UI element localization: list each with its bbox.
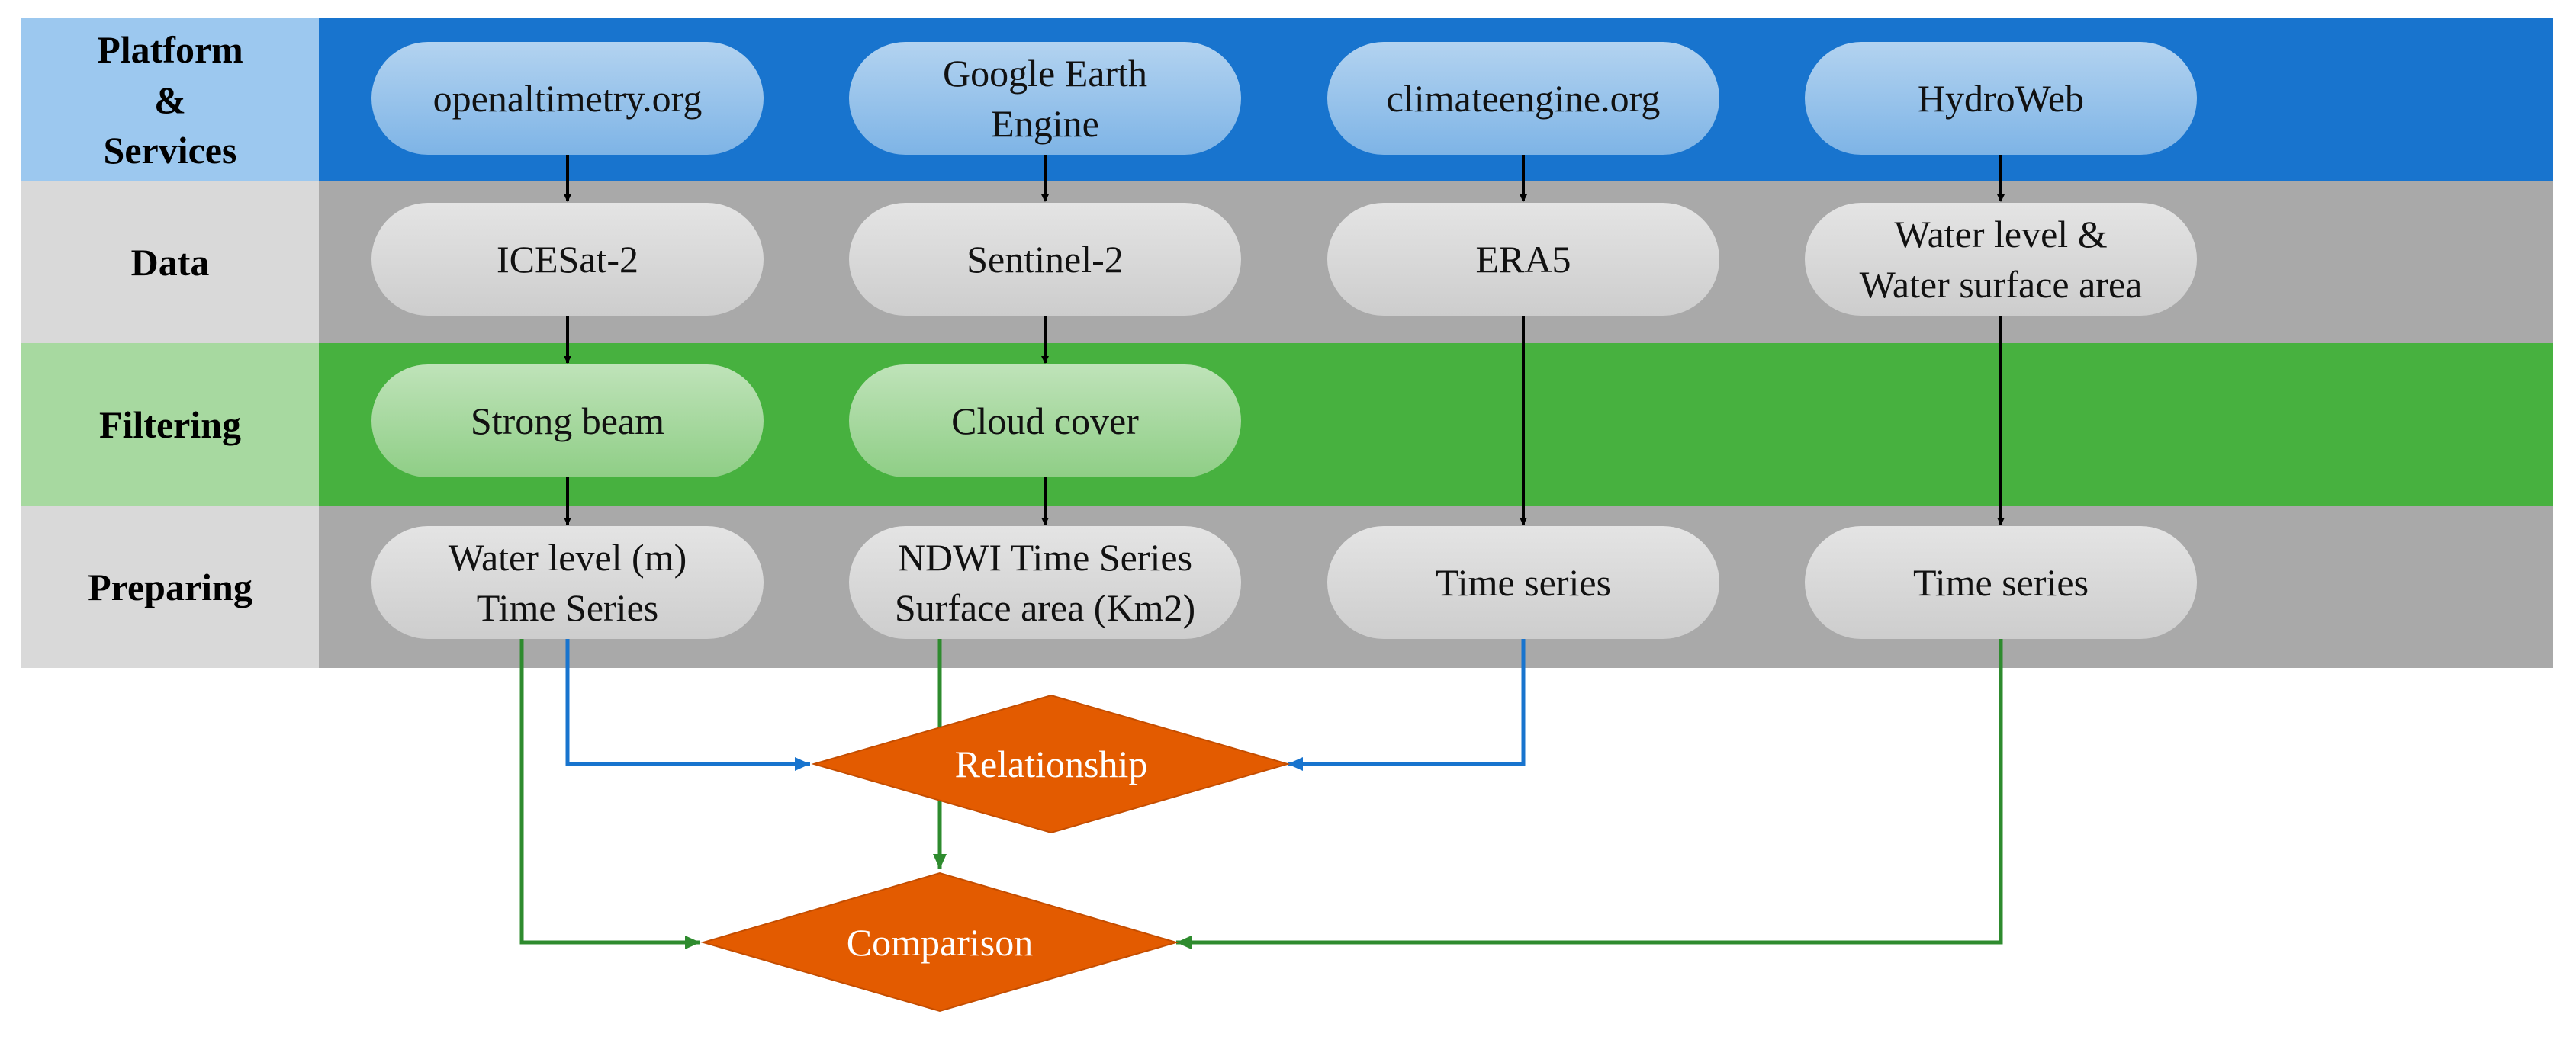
- filter-strong-beam: Strong beam: [371, 364, 764, 477]
- data-water-level-surface-area: Water level & Water surface area: [1805, 203, 2197, 316]
- data-icesat-2: ICESat-2: [371, 203, 764, 316]
- prep-water-level-time-series: Water level (m) Time Series: [371, 526, 764, 639]
- row-label-preparing: Preparing: [21, 506, 319, 668]
- comparison-label: Comparison: [846, 921, 1034, 964]
- relationship-label: Relationship: [954, 743, 1148, 785]
- platform-climateengine: climateengine.org: [1327, 42, 1719, 155]
- data-sentinel-2: Sentinel-2: [849, 203, 1241, 316]
- platform-hydroweb: HydroWeb: [1805, 42, 2197, 155]
- blue-line-era5-to-relationship: [1288, 639, 1526, 771]
- prep-hydroweb-time-series: Time series: [1805, 526, 2197, 639]
- filter-cloud-cover: Cloud cover: [849, 364, 1241, 477]
- data-era5: ERA5: [1327, 203, 1719, 316]
- prep-era5-time-series: Time series: [1327, 526, 1719, 639]
- row-label-data: Data: [21, 181, 319, 343]
- blue-line-water-level-to-relationship: [565, 639, 810, 771]
- platform-google-earth-engine: Google Earth Engine: [849, 42, 1241, 155]
- row-label-platform-services: Platform & Services: [21, 18, 319, 181]
- prep-ndwi-surface-area: NDWI Time Series Surface area (Km2): [849, 526, 1241, 639]
- relationship-diamond: [811, 694, 1291, 834]
- green-line-hydroweb-to-comparison: [1176, 639, 2003, 949]
- platform-openaltimetry: openaltimetry.org: [371, 42, 764, 155]
- comparison-diamond: [700, 871, 1179, 1013]
- green-line-water-level-to-comparison: [519, 639, 700, 949]
- row-label-filtering: Filtering: [21, 343, 319, 506]
